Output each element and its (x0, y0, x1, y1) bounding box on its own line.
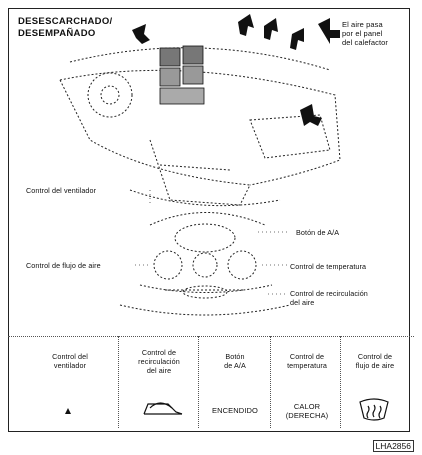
callout-recirc-line-1: Control de recirculación (290, 289, 368, 298)
header-fan-line-1: Control del (52, 352, 88, 361)
callout-ac-button: Botón de A/A (296, 228, 340, 237)
header-recirc: Control de recirculación del aire (124, 348, 194, 375)
col-sep-4 (340, 336, 341, 428)
header-recirc-line-1: Control de (141, 348, 177, 357)
header-ac: Botón de A/A (204, 352, 266, 370)
header-temp-line-1: Control de (289, 352, 325, 361)
header-airflow-line-1: Control de (357, 352, 393, 361)
title-line-2: DESEMPAÑADO (18, 28, 96, 39)
header-recirc-line-3: del aire (146, 366, 172, 375)
temp-setting: CALOR (DERECHA) (285, 402, 329, 420)
col-sep-3 (270, 336, 271, 428)
callout-temp-control: Control de temperatura (290, 262, 367, 271)
header-airflow-line-2: flujo de aire (355, 361, 395, 370)
header-ac-line-1: Botón (225, 352, 245, 361)
airflow-note: El aire pasa por el panel del calefactor (342, 20, 388, 47)
callout-fan-control: Control del ventilador (26, 186, 97, 195)
header-ac-line-2: de A/A (224, 361, 246, 370)
airflow-note-line-2: por el panel (342, 29, 383, 38)
recirculation-off-icon (143, 402, 183, 415)
diagram-frame (8, 8, 410, 432)
header-temp-line-2: temperatura (287, 361, 327, 370)
airflow-note-line-3: del calefactor (342, 38, 389, 47)
header-airflow: Control de flujo de aire (344, 352, 406, 370)
diagram-title: DESESCARCHADO/ DESEMPAÑADO (18, 16, 112, 40)
header-fan-line-2: ventilador (53, 361, 87, 370)
col-sep-1 (118, 336, 119, 428)
reference-code: LHA2856 (372, 440, 414, 452)
defrost-icon (359, 398, 389, 421)
airflow-note-line-1: El aire pasa (342, 20, 383, 29)
table-top-rule (8, 336, 414, 337)
fan-max-icon (65, 408, 71, 414)
callout-air-flow-control: Control de flujo de aire (26, 261, 101, 270)
header-fan: Control del ventilador (28, 352, 112, 370)
header-recirc-line-2: recirculación (138, 357, 180, 366)
header-temp: Control de temperatura (276, 352, 338, 370)
title-line-1: DESESCARCHADO/ (18, 16, 113, 27)
col-sep-2 (198, 336, 199, 428)
callout-recirc-line-2: del aire (290, 298, 315, 307)
callout-recirc-control: Control de recirculación del aire (290, 289, 368, 307)
ac-setting: ENCENDIDO (212, 406, 258, 415)
